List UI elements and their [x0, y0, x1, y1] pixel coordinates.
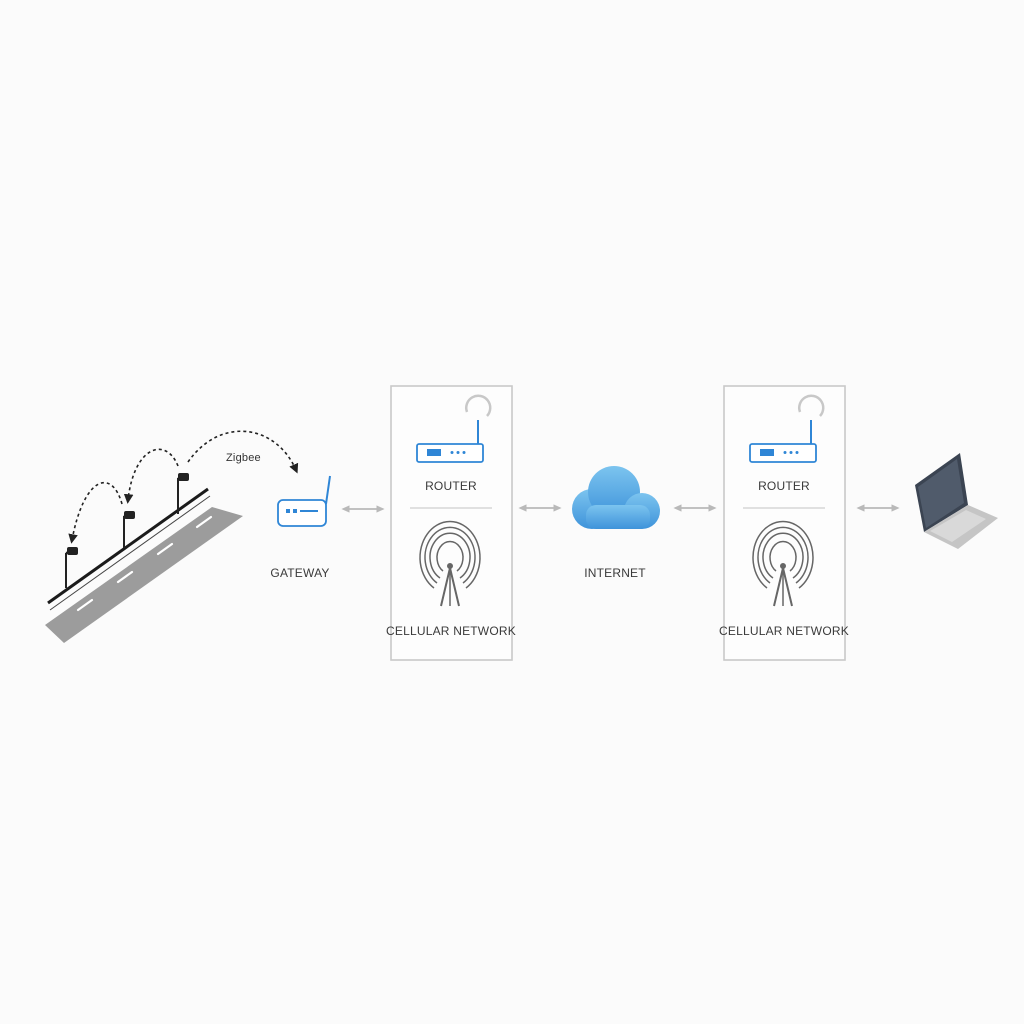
cellular-network-label-2: CELLULAR NETWORK — [719, 624, 849, 638]
internet-label: INTERNET — [584, 566, 646, 580]
cell-tower-icon — [752, 520, 814, 607]
gateway-icon — [277, 475, 331, 527]
road — [45, 507, 243, 643]
link-arrows — [341, 504, 900, 513]
router-icon — [749, 394, 825, 463]
zigbee-label: Zigbee — [226, 452, 261, 464]
streetlight-pole-icon — [177, 473, 189, 514]
streetlight-rail — [47, 487, 211, 611]
router-label-1: ROUTER — [425, 479, 477, 493]
laptop-icon — [915, 453, 998, 549]
zigbee-links — [68, 430, 299, 544]
network-panel-2 — [723, 385, 846, 661]
network-panel-1 — [390, 385, 513, 661]
cloud-icon — [572, 466, 660, 529]
streetlight-pole-icon — [123, 511, 135, 548]
cellular-network-label-1: CELLULAR NETWORK — [386, 624, 516, 638]
router-icon — [416, 394, 492, 463]
gateway-label: GATEWAY — [270, 566, 330, 580]
cell-tower-icon — [419, 520, 481, 607]
streetlight-pole-icon — [65, 547, 78, 588]
router-label-2: ROUTER — [758, 479, 810, 493]
